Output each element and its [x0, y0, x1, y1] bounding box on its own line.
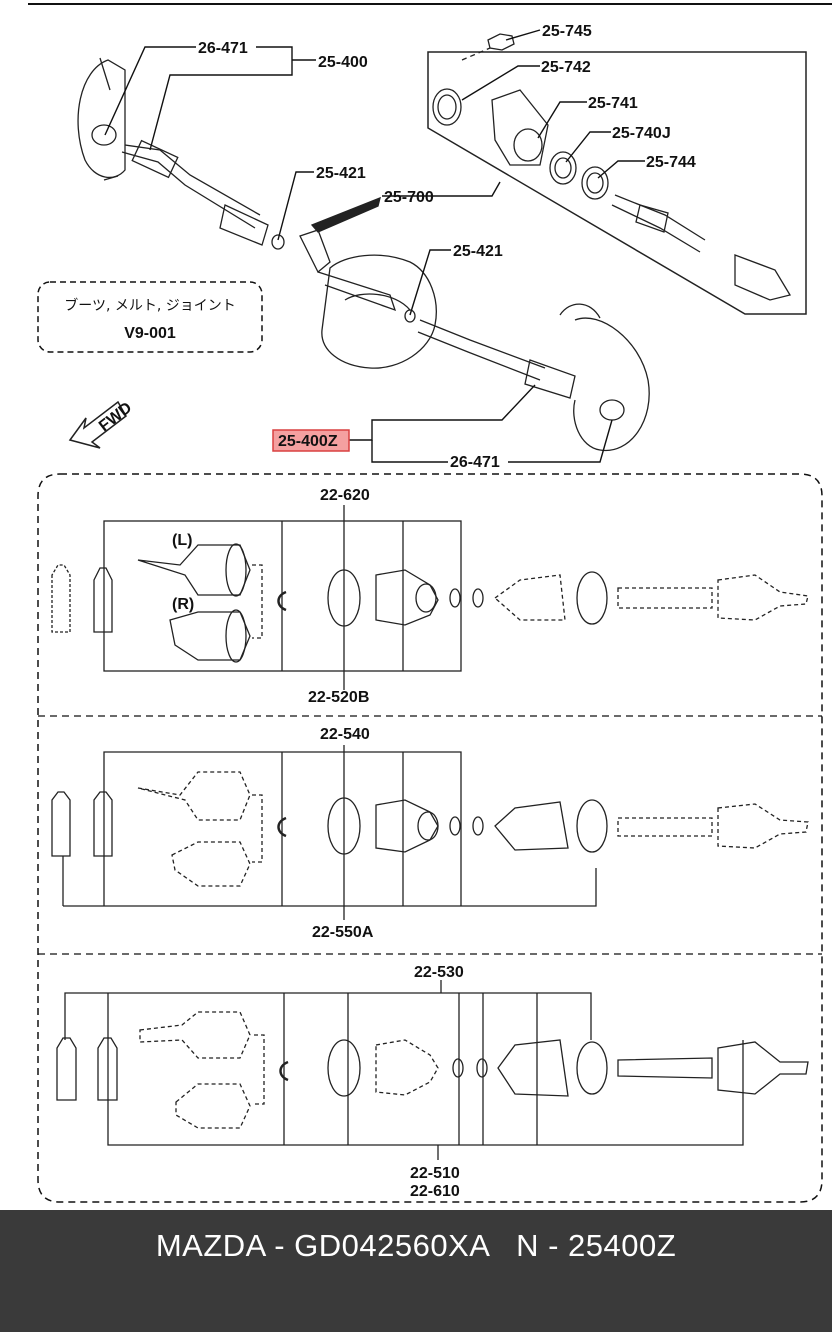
callout-22-540: 22-540	[320, 726, 370, 743]
callout-22-620: 22-620	[320, 487, 370, 504]
footer-caption: MAZDA - GD042560XA N - 25400Z	[155, 1228, 677, 1263]
reference-code: V9-001	[124, 325, 176, 342]
upper-leaders	[104, 29, 645, 463]
callout-22-530: 22-530	[414, 964, 464, 981]
variants-container	[37, 473, 823, 1203]
callout-22-550a: 22-550A	[312, 924, 374, 941]
callout-25-741: 25-741	[588, 95, 638, 112]
callout-26-471-bottom: 26-471	[450, 454, 500, 471]
label-right-side: (R)	[172, 596, 194, 613]
variant-3-parts	[56, 980, 809, 1160]
variant-2-parts	[51, 745, 809, 920]
highlight-25-400z: 25-400Z	[272, 429, 350, 452]
reference-text: ブーツ, メルト, ジョイント	[64, 297, 236, 314]
callout-25-421-a: 25-421	[316, 165, 366, 182]
callout-25-742: 25-742	[541, 59, 591, 76]
callout-25-700: 25-700	[384, 189, 434, 206]
callout-22-610: 22-610	[410, 1183, 460, 1200]
variant-1-parts	[51, 505, 809, 690]
callout-25-740j: 25-740J	[612, 125, 671, 142]
callout-22-520b: 22-520B	[308, 689, 369, 706]
fwd-arrow: FWD	[68, 399, 135, 449]
upper-assembly	[77, 57, 650, 452]
callout-25-744: 25-744	[646, 154, 696, 171]
callout-25-400z: 25-400Z	[278, 433, 338, 450]
callout-22-510: 22-510	[410, 1165, 460, 1182]
reference-box: ブーツ, メルト, ジョイント V9-001	[37, 281, 263, 353]
footer-bar: MAZDA - GD042560XA N - 25400Z	[0, 1210, 832, 1332]
bearing-kit-box	[427, 33, 807, 315]
callout-26-471-top: 26-471	[198, 40, 248, 57]
parts-diagram: FWD ブーツ, メルト, ジョイント V9-001 26-471 25-400…	[28, 3, 832, 1203]
callout-25-745: 25-745	[542, 23, 592, 40]
callout-25-421-b: 25-421	[453, 243, 503, 260]
label-left-side: (L)	[172, 532, 192, 549]
callout-25-400: 25-400	[318, 54, 368, 71]
